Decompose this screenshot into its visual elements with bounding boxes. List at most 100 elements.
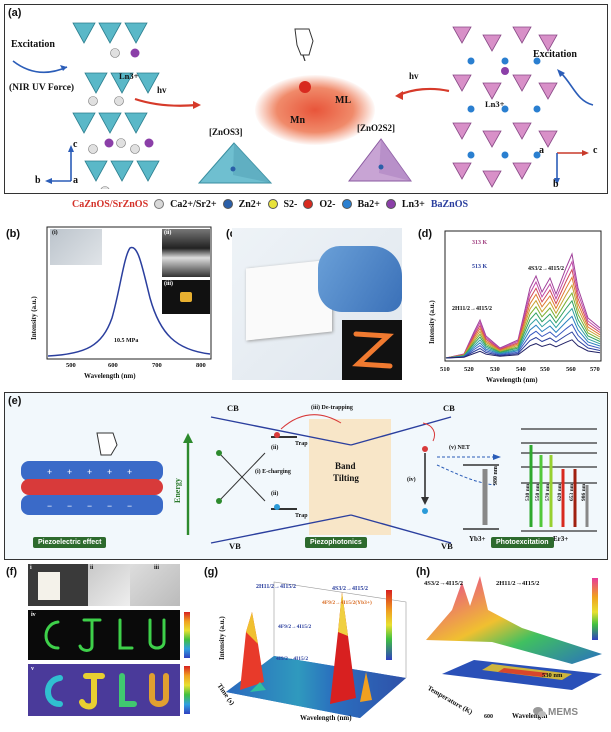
axis-left-a: a bbox=[73, 175, 78, 186]
right-excitation-arrow bbox=[557, 69, 594, 106]
panel-h-surface bbox=[426, 576, 602, 690]
svg-text:−: − bbox=[127, 501, 132, 511]
panel-d-letter: (d) bbox=[418, 228, 433, 240]
panel-h-ann2: 2H11/2→4I15/2 bbox=[496, 580, 540, 587]
er-line-550: 550 nm bbox=[535, 483, 541, 501]
panel-d-spectrum bbox=[445, 283, 601, 359]
cb-left-label: CB bbox=[227, 403, 239, 413]
legend-dot-ln bbox=[385, 199, 396, 209]
panel-b-inset-ii bbox=[162, 229, 210, 277]
panel-d-spectrum bbox=[445, 323, 601, 359]
panel-f-v-label: v bbox=[31, 666, 34, 672]
svg-text:−: − bbox=[107, 501, 112, 511]
iv-label: (iv) bbox=[407, 477, 416, 483]
svg-text:+: + bbox=[67, 467, 72, 477]
legend-label-ln: Ln3+ bbox=[401, 198, 425, 210]
hv-left-label: hv bbox=[157, 85, 167, 95]
panel-g-xlabel: Wavelength (nm) bbox=[300, 714, 352, 722]
axis-right-c: c bbox=[593, 145, 598, 156]
legend-label-o: O2- bbox=[319, 198, 336, 210]
panel-f-i-label: i bbox=[30, 565, 32, 571]
legend-label-ca: Ca2+/Sr2+ bbox=[170, 198, 217, 210]
yb-levels bbox=[463, 464, 499, 530]
legend-host-left: CaZnOS/SrZnOS bbox=[72, 198, 149, 210]
panel-h-xlabel: Wavelength bbox=[512, 712, 548, 720]
panel-d-xtick-550: 550 bbox=[540, 366, 550, 373]
band-diagram bbox=[210, 414, 452, 544]
trap-bottom-label: Trap bbox=[295, 513, 308, 519]
net-arrows bbox=[436, 454, 501, 486]
legend-dot-s bbox=[267, 199, 278, 209]
yb-label: Yb3+ bbox=[469, 535, 486, 543]
box-piezoelectric: Piezoelectric effect bbox=[33, 537, 107, 548]
panel-g-surface bbox=[226, 581, 407, 718]
axis-right-a: a bbox=[539, 145, 544, 156]
er-line-986: 986 nm bbox=[581, 483, 587, 501]
ln-right-label: Ln3+ bbox=[485, 99, 505, 109]
panel-d-spectrum bbox=[445, 307, 601, 359]
panel-f-letter: (f) bbox=[6, 566, 17, 578]
panel-d-xtick-570: 570 bbox=[590, 366, 600, 373]
er-levels bbox=[521, 428, 597, 532]
panel-f-iv-colorbar bbox=[184, 612, 190, 658]
glowing-z-icon bbox=[352, 331, 394, 369]
vb-left-label: VB bbox=[229, 541, 241, 551]
panel-g-ann2: 4S3/2→4I15/2 bbox=[332, 586, 369, 592]
panel-b-inset-ii-label: (ii) bbox=[164, 230, 172, 236]
panel-d-peak1: 2H11/2→4I15/2 bbox=[452, 306, 493, 312]
panel-h-550: 550 nm bbox=[504, 686, 525, 693]
panel-d-chart: 313 K 513 K 4S3/2→4I15/2 2H11/2→4I15/2 5… bbox=[432, 230, 606, 380]
panel-g-ann1: 2H11/2→4I15/2 bbox=[256, 584, 297, 590]
panel-b-curve bbox=[47, 246, 211, 357]
legend-dot-ba bbox=[341, 199, 352, 209]
panel-h-t600: 600 bbox=[484, 714, 493, 720]
mn-sphere bbox=[299, 81, 311, 93]
panel-b-xtick-800: 800 bbox=[196, 362, 206, 369]
er-line-620: 620 nm bbox=[557, 483, 563, 501]
wechat-icon bbox=[533, 707, 546, 717]
panel-f-ii-label: ii bbox=[90, 565, 94, 571]
panel-d-ylabel: Intensity (a.u.) bbox=[428, 300, 436, 344]
panel-g-ylabel: Intensity (a.u.) bbox=[218, 616, 226, 660]
ln-left-label: Ln3+ bbox=[119, 71, 139, 81]
legend-dot-zn bbox=[222, 199, 233, 209]
panel-d-spectrum bbox=[445, 276, 601, 359]
glowing-letters-green bbox=[44, 618, 166, 652]
echarge-label: (i) E-charging bbox=[255, 469, 291, 475]
ml-label: ML bbox=[335, 95, 352, 106]
panel-b-xtick-600: 600 bbox=[108, 362, 118, 369]
trap-top-label: Trap bbox=[295, 441, 308, 447]
panel-g-letter: (g) bbox=[204, 566, 219, 578]
svg-text:+: + bbox=[47, 467, 52, 477]
zno2s2-tetrahedron bbox=[347, 138, 412, 182]
panel-f-v-colorbar bbox=[184, 666, 190, 714]
zns3-tetrahedron bbox=[197, 142, 273, 184]
left-excitation-label: Excitation bbox=[11, 39, 55, 50]
nm980-label: 980 nm bbox=[493, 466, 499, 485]
er-line-570: 570 nm bbox=[545, 483, 551, 501]
panel-d-legend-cold: 513 K bbox=[472, 264, 488, 270]
zns3-label: [ZnOS3] bbox=[209, 127, 243, 137]
right-excitation-label: Excitation bbox=[533, 49, 577, 60]
hv-right-label: hv bbox=[409, 71, 419, 81]
panel-d-xlabel: Wavelength (nm) bbox=[486, 376, 538, 384]
panel-d-xtick-520: 520 bbox=[464, 366, 474, 373]
legend-label-zn: Zn2+ bbox=[238, 198, 262, 210]
ii-bottom-label: (ii) bbox=[271, 491, 279, 497]
svg-text:+: + bbox=[127, 467, 132, 477]
panel-g-ann4: 4I9/2→4I15/2 bbox=[276, 656, 309, 662]
glowing-letters-heatmap bbox=[45, 673, 169, 710]
piezo-cylinders: +++++ −−−−− bbox=[21, 461, 163, 515]
panel-f-iv: iv bbox=[28, 610, 180, 660]
watermark-text: MEMS bbox=[548, 706, 578, 718]
band-label: Band bbox=[335, 461, 356, 471]
panel-d-xtick-560: 560 bbox=[566, 366, 576, 373]
panel-f-i: i bbox=[28, 564, 88, 606]
panel-b-xtick-700: 700 bbox=[152, 362, 162, 369]
panel-d-plot bbox=[444, 230, 602, 362]
axis-right-b: b bbox=[553, 179, 559, 190]
pointing-hand-icon bbox=[294, 28, 314, 61]
panel-b-chart: (i) (ii) (iii) 10.5 MPa 500 600 700 800 bbox=[32, 226, 212, 376]
panel-d-spectrum bbox=[445, 331, 601, 359]
legend-label-ba: Ba2+ bbox=[357, 198, 380, 210]
